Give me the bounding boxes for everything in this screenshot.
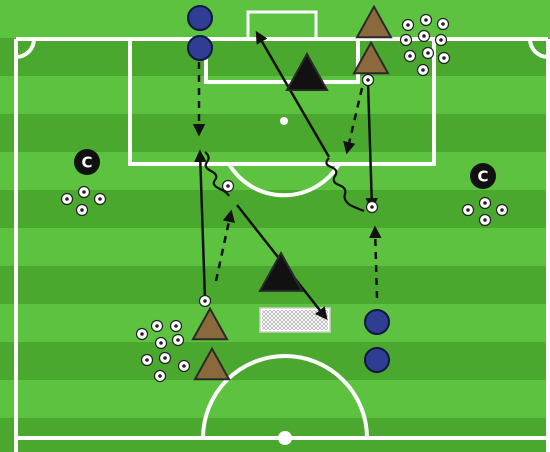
- movement-lines: [192, 30, 382, 320]
- dribble-line: [204, 151, 230, 197]
- run-arrow: [365, 82, 378, 211]
- ball-clusters: [60, 13, 509, 383]
- football: [153, 369, 167, 383]
- coach-marker: [74, 149, 100, 175]
- football: [60, 192, 74, 206]
- penalty-spot: [280, 117, 288, 125]
- football: [150, 319, 164, 333]
- run-arrow: [255, 30, 331, 158]
- football: [365, 200, 379, 214]
- football: [478, 213, 492, 227]
- blue-player: [364, 309, 390, 335]
- coach-left: C: [74, 149, 100, 175]
- center-circle: [201, 354, 369, 439]
- football: [437, 51, 451, 65]
- black-player: [258, 251, 304, 292]
- penalty-arc: [227, 162, 341, 198]
- football: [177, 359, 191, 373]
- football: [361, 73, 375, 87]
- brown-player: [352, 40, 390, 75]
- blue-player: [187, 35, 213, 61]
- football: [495, 203, 509, 217]
- football: [93, 192, 107, 206]
- football: [399, 33, 413, 47]
- football: [77, 185, 91, 199]
- coach-label: C: [477, 168, 488, 186]
- football: [135, 327, 149, 341]
- blue-player: [364, 347, 390, 373]
- brown-player: [193, 346, 231, 381]
- football: [478, 196, 492, 210]
- football: [198, 294, 212, 308]
- football: [401, 18, 415, 32]
- football: [436, 17, 450, 31]
- football: [434, 33, 448, 47]
- dribble-line: [325, 157, 365, 213]
- pass-arrow: [343, 87, 364, 155]
- football: [421, 46, 435, 60]
- top-goal: [246, 10, 318, 41]
- football: [417, 29, 431, 43]
- coach-label: C: [81, 154, 92, 172]
- football: [154, 336, 168, 350]
- corner-arc-left: [15, 38, 36, 59]
- football: [461, 203, 475, 217]
- football: [416, 63, 430, 77]
- football: [140, 353, 154, 367]
- coach-marker: [470, 163, 496, 189]
- dribble-lines: [204, 151, 365, 213]
- football: [403, 49, 417, 63]
- football: [75, 203, 89, 217]
- blue-player: [187, 5, 213, 31]
- pass-arrow: [369, 225, 382, 299]
- players: [187, 4, 393, 381]
- center-spot: [278, 431, 292, 445]
- black-player: [285, 51, 329, 91]
- football: [158, 351, 172, 365]
- pass-arrow: [214, 209, 235, 282]
- brown-player: [191, 306, 229, 341]
- football: [169, 319, 183, 333]
- football: [419, 13, 433, 27]
- coach-right: C: [470, 163, 496, 189]
- football: [171, 333, 185, 347]
- corner-arc-right: [528, 38, 549, 59]
- football: [221, 179, 235, 193]
- brown-player: [355, 4, 393, 39]
- run-arrow: [194, 149, 207, 301]
